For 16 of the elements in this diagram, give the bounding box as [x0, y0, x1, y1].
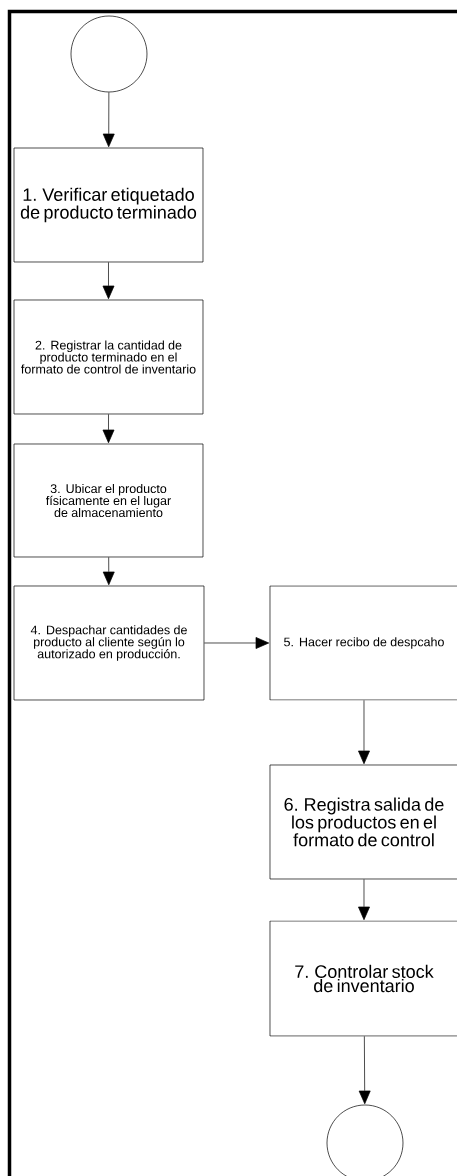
arrow — [358, 700, 370, 765]
arrow — [102, 92, 115, 148]
arrow — [358, 1036, 371, 1105]
process-box: 6. Registra salida de los productos en el formato de control — [269, 764, 457, 880]
arrow — [102, 262, 115, 300]
arrow — [204, 637, 270, 649]
process-box: 2. Registrar la cantidad de producto terminado en el formato de control de inventario — [13, 299, 204, 415]
process-box: 3. Ubicar el producto físicamente en el lugar de almacenamiento — [13, 443, 204, 558]
arrow — [102, 557, 115, 586]
process-box: 5. Hacer recibo de despcaho — [269, 585, 457, 701]
terminal-circle — [70, 15, 148, 93]
arrow — [358, 879, 370, 921]
process-box: 1. Verificar etiquetado de producto terminado — [13, 147, 204, 263]
process-box: 7. Controlar stock de inventario — [269, 920, 457, 1037]
arrow — [102, 414, 115, 444]
process-box: 4. Despachar cantidades de producto al cliente según lo autorizado en producción. — [13, 585, 205, 701]
